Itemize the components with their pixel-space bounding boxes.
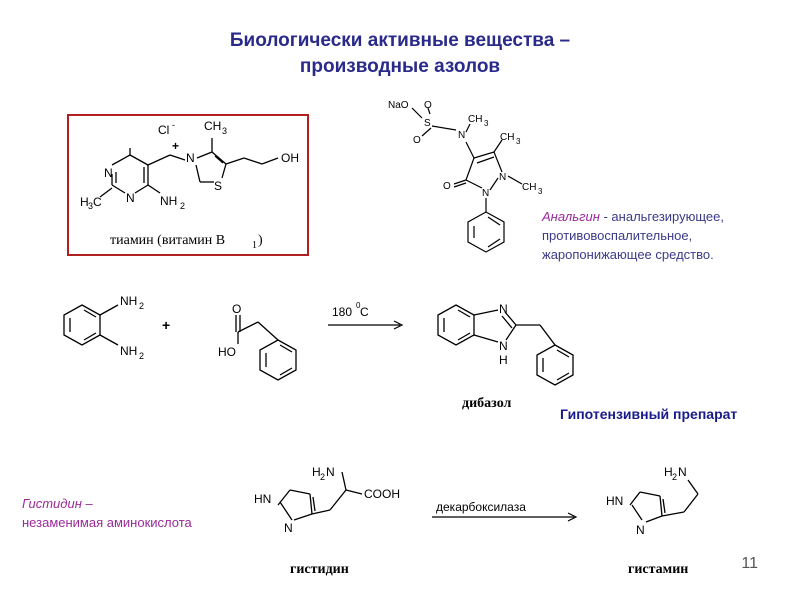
dibazol-nh2-b-sub: 2: [139, 351, 144, 361]
thiamine-cl-charge: -: [172, 120, 175, 130]
thiamine-h3c-c: C: [93, 195, 102, 209]
analgin-s: S: [424, 118, 431, 129]
dibazol-name: дибазол: [462, 396, 512, 411]
analgin-desc-2: противовоспалительное,: [542, 228, 693, 243]
analgin-ch3-2-sub: 3: [516, 137, 521, 146]
dibazol-condition-unit: C: [360, 305, 369, 319]
thiamine-oh-label: OH: [281, 151, 299, 165]
histidine-hn: HN: [254, 492, 271, 506]
page-title-line2: производные азолов: [299, 56, 501, 77]
histamine-h2n-h: H: [664, 465, 673, 479]
analgin-n1: N: [482, 188, 489, 199]
thiamine-n-ring1: N: [104, 166, 113, 180]
thiamine-nh2-sub: 2: [180, 201, 185, 211]
dibazol-acid-o: O: [232, 302, 241, 316]
analgin-nao: NaO: [388, 100, 409, 111]
histidine-label-1: Гистидин –: [22, 496, 93, 511]
thiamine-s-label: S: [214, 179, 222, 193]
thiamine-caption-sub: 1: [252, 240, 257, 251]
page-title-line1: Биологически активные вещества –: [229, 30, 571, 51]
dibazol-nh2-a-sub: 2: [139, 301, 144, 311]
enzyme-label: декарбоксилаза: [436, 500, 526, 514]
analgin-description: Анальгин - анальгезирующее, противовоспа…: [542, 207, 724, 264]
histamine-n: N: [636, 523, 645, 537]
thiamine-caption: тиамин (витамин B: [110, 233, 225, 248]
thiamine-ch3-sub: 3: [222, 126, 227, 136]
histidine-description: Гистидин – незаменимая аминокислота: [22, 494, 192, 532]
dibazol-condition-sup: 0: [356, 301, 361, 310]
page-number: 11: [741, 555, 758, 572]
thiamine-frame: [67, 114, 309, 256]
analgin-desc-3: жаропонижающее средство.: [542, 247, 714, 262]
histamine-structure: [629, 479, 699, 523]
dibazol-plus: +: [162, 317, 170, 333]
thiamine-h3c-sub: 3: [88, 201, 93, 211]
histidine-name: гистидин: [290, 562, 349, 577]
thiamine-n-ring2: N: [126, 191, 135, 205]
analgin-ch3-3-sub: 3: [538, 187, 543, 196]
dibazol-nh2-a: NH: [120, 294, 137, 308]
histidine-n: N: [284, 521, 293, 535]
phenylacetic-acid: [235, 315, 297, 381]
analgin-ch3-2: CH: [500, 132, 514, 143]
histidine-structure: [277, 471, 363, 521]
thiamine-h3c-h: H: [80, 195, 89, 209]
thiamine-caption-end: ): [258, 233, 263, 248]
dibazol-product-nh-h: H: [499, 353, 508, 367]
o-phenylenediamine: [63, 304, 119, 346]
histidine-h2n-h: H: [312, 465, 321, 479]
histamine-hn: HN: [606, 494, 623, 508]
histidine-h2n-sub: 2: [320, 472, 325, 482]
thiamine-structure: [99, 138, 279, 198]
thiamine-n-plus: N: [186, 151, 195, 165]
histamine-h2n-n: N: [678, 465, 687, 479]
histamine-name: гистамин: [628, 562, 689, 577]
thiamine-nh2: NH: [160, 194, 177, 208]
thiamine-cl-label: Cl: [158, 123, 169, 137]
histidine-h2n-n: N: [326, 465, 335, 479]
analgin-desc-1: - анальгезирующее,: [599, 209, 725, 224]
thiamine-ch3-label: CH: [204, 119, 221, 133]
analgin-o1: O: [424, 100, 432, 111]
analgin-n2: N: [499, 172, 506, 183]
histidine-cooh: COOH: [364, 487, 400, 501]
thiamine-plus-sign: +: [172, 139, 179, 153]
dibazol-acid-ho: HO: [218, 345, 236, 359]
analgin-n-methyl: N: [458, 130, 465, 141]
analgin-ch3-1-sub: 3: [484, 119, 489, 128]
analgin-ch3-3: CH: [522, 182, 536, 193]
dibazol-product-nh-n: N: [499, 339, 508, 353]
dibazol-structure: [437, 304, 574, 386]
reaction-arrow-2: [432, 512, 578, 522]
dibazol-condition: 180: [332, 305, 352, 319]
dibazol-effect: Гипотензивный препарат: [560, 406, 738, 422]
dibazol-nh2-b: NH: [120, 344, 137, 358]
analgin-name: Анальгин: [542, 209, 600, 224]
analgin-o2: O: [413, 135, 421, 146]
analgin-structure: [411, 107, 523, 253]
histidine-label-2: незаменимая аминокислота: [22, 515, 192, 530]
dibazol-product-n: N: [499, 302, 508, 316]
analgin-o-ketone: O: [443, 181, 451, 192]
reaction-arrow-1: [328, 320, 404, 330]
analgin-ch3-1: CH: [468, 114, 482, 125]
histamine-h2n-sub: 2: [672, 472, 677, 482]
